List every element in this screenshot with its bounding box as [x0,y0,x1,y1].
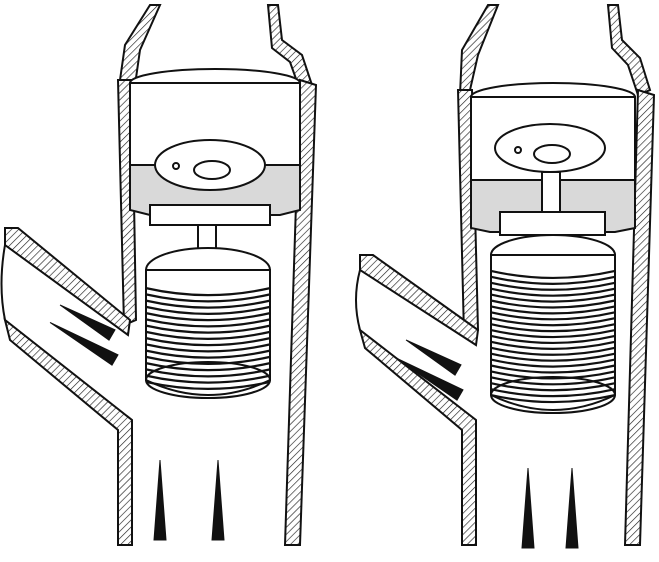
bellows-fold [145,362,271,372]
valve-disc-hole [533,144,571,164]
branch-pipe-upper-wall [359,254,480,347]
bellows-fold [490,311,616,321]
bellows-fold [145,368,271,378]
bellows-fold [490,269,616,280]
branch-pipe-lower-wall [3,317,133,546]
diagonal-arrow-icon [49,322,119,366]
bellows-fold [490,323,616,333]
diagonal-arrow-icon [405,339,462,376]
bellows-base [490,376,616,414]
bellows-fold [145,293,271,303]
bellows-fold [490,346,616,356]
bellows-fold [145,299,271,309]
valve-disc-pin [514,146,522,154]
bellows-fold [490,328,616,339]
branch-pipe-lower-wall [358,327,477,546]
diagonal-arrow-icon [394,357,464,401]
bellows-fold [490,334,616,345]
upper-neck-left-wall [458,4,500,97]
bellows-fold [145,318,271,328]
bellows-fold [490,340,616,350]
bellows-fold [490,376,616,386]
up-arrow-icon [521,467,535,549]
bellows-fold [490,275,616,285]
bellows-fold [490,393,616,404]
yoke-bar [149,204,271,226]
bellows-fold [145,380,271,390]
panel-compressed [0,4,318,546]
flow-arrows [49,304,225,541]
bellows-fold [490,305,616,315]
bellows-fold [490,317,616,327]
bellows-fold [145,305,271,315]
bellows-fold [145,355,271,365]
up-arrow-icon [211,459,225,541]
bellows-fold [490,382,616,392]
branch-opening-left [355,269,361,331]
upper-neck-right-wall [606,4,652,97]
flow-arrows [394,339,579,549]
bellows-fold [490,370,616,380]
bellows-fold [145,287,271,297]
bellows-fold [490,287,616,297]
bellows-fold [490,388,616,398]
bellows-fold [145,337,271,347]
main-pipe-right-wall [623,88,656,546]
valve-disc-pin [172,162,180,170]
bellows-fold [490,352,616,362]
bellows-fold [490,281,616,291]
up-arrow-icon [153,459,167,541]
bellows-fold [145,324,271,334]
bellows-fold [145,374,271,384]
bellows-fold [145,312,271,322]
branch-pipe-upper-wall [4,227,132,337]
bellows-fold [490,293,616,303]
main-pipe-right-wall [283,78,318,546]
diagonal-arrow-icon [59,304,116,341]
bellows-fold [145,343,271,353]
bellows-fold [145,349,271,359]
bellows-fold [490,358,616,368]
up-arrow-icon [565,467,579,549]
bellows-folds [490,269,616,404]
bellows-fold [490,299,616,309]
valve-disc-hole [193,160,231,180]
branch-opening-left [0,244,6,321]
bellows-folds [145,287,271,390]
yoke-bar [499,211,606,236]
bellows-fold [145,330,271,340]
bellows-base [145,361,271,399]
bellows-fold [490,364,616,374]
panel-extended [355,4,656,549]
